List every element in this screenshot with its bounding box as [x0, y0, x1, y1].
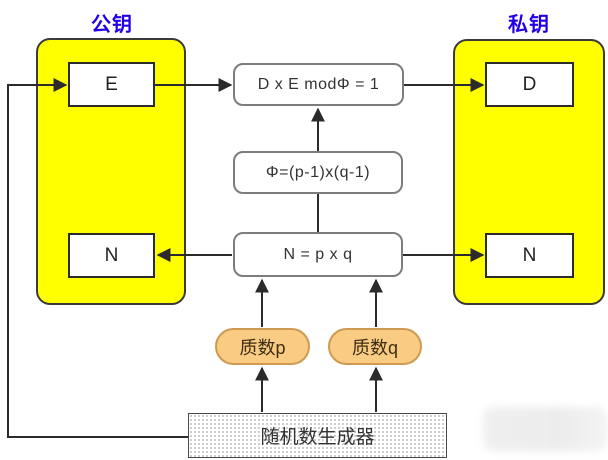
watermark-blur: [483, 407, 608, 451]
public-key-title: 公钥: [91, 14, 133, 36]
mod-equation-box: D x E modΦ = 1: [233, 63, 404, 106]
public-exponent-e-box: E: [68, 62, 155, 107]
private-key-title: 私钥: [508, 14, 550, 36]
random-number-generator-box: 随机数生成器: [188, 413, 447, 458]
prime-q-pill: 质数q: [328, 328, 422, 365]
private-exponent-d-box: D: [485, 62, 574, 107]
prime-p-pill: 质数p: [215, 328, 310, 365]
n-equation-box: N = p x q: [233, 232, 403, 277]
public-modulus-n-box: N: [68, 233, 155, 278]
phi-equation-box: Φ=(p-1)x(q-1): [233, 151, 403, 194]
private-modulus-n-box: N: [485, 233, 574, 278]
